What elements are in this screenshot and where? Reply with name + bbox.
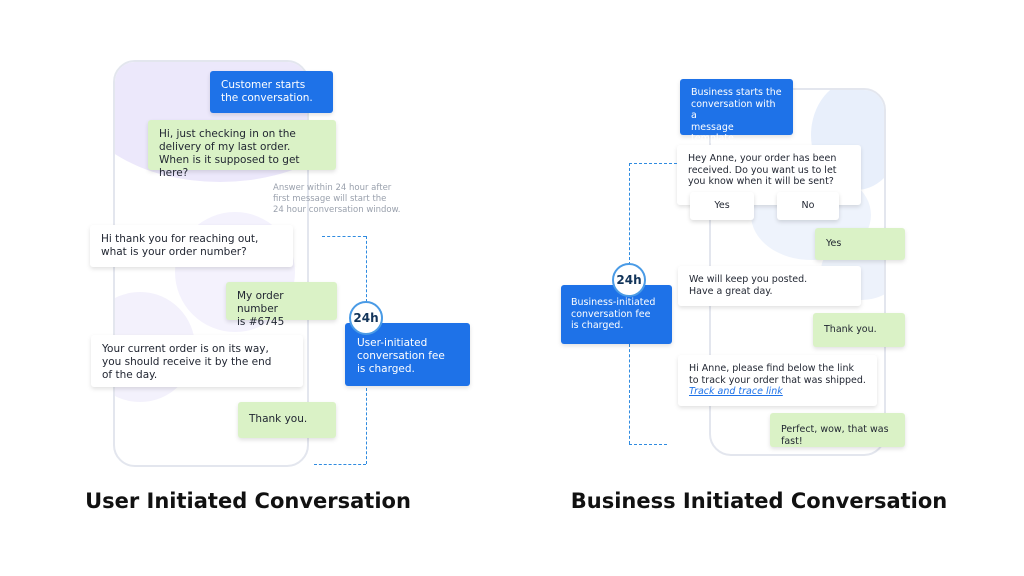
window-connector xyxy=(629,163,677,164)
customer-message: Thank you. xyxy=(813,313,905,347)
window-connector xyxy=(366,388,367,464)
business-start-label: Business starts the conversation with a … xyxy=(680,79,793,144)
customer-message: Yes xyxy=(815,228,905,260)
customer-message: Hi, just checking in on the delivery of … xyxy=(148,120,336,179)
business-reply-message: Hi thank you for reaching out, what is y… xyxy=(90,225,293,267)
window-connector xyxy=(322,236,366,237)
window-connector xyxy=(629,163,630,265)
24h-badge: 24h xyxy=(612,263,646,297)
business-initiated-fee-box: Business-initiated conversation fee is c… xyxy=(561,285,672,344)
customer-message: Thank you. xyxy=(238,402,336,438)
customer-message: Perfect, wow, that was fast! xyxy=(770,413,905,447)
customer-start-label: Customer starts the conversation. xyxy=(210,71,333,113)
yes-quick-reply-button[interactable]: Yes xyxy=(690,192,754,220)
no-quick-reply-button[interactable]: No xyxy=(777,192,839,220)
tracking-message: Hi Anne, please find below the link to t… xyxy=(678,355,877,406)
window-connector xyxy=(629,444,667,445)
reply-window-note: Answer within 24 hour after first messag… xyxy=(273,183,401,215)
business-message: We will keep you posted. Have a great da… xyxy=(678,266,861,306)
window-connector xyxy=(629,344,630,444)
business-initiated-caption: Business Initiated Conversation xyxy=(570,489,948,513)
business-reply-message: Your current order is on its way, you sh… xyxy=(91,335,303,387)
window-connector xyxy=(314,464,366,465)
user-initiated-caption: User Initiated Conversation xyxy=(85,489,411,513)
customer-message: My order number is #6745 xyxy=(226,282,337,328)
tracking-message-text: Hi Anne, please find below the link to t… xyxy=(689,363,866,386)
window-connector xyxy=(366,236,367,302)
24h-badge: 24h xyxy=(349,301,383,335)
track-and-trace-link[interactable]: Track and trace link xyxy=(689,386,783,397)
